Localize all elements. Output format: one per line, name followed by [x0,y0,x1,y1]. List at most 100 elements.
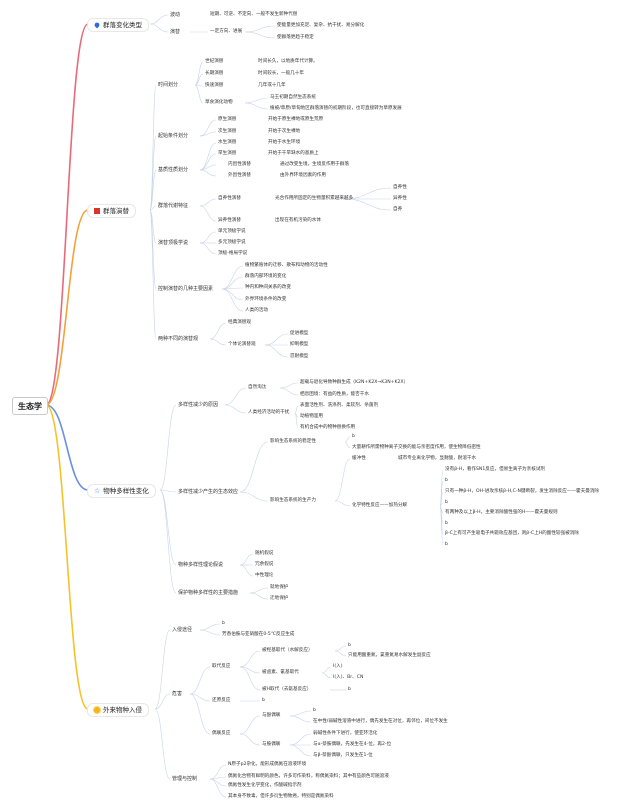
node[interactable]: 自养性演替 [218,196,241,201]
node[interactable]: 群落内部环境的变化 [245,274,287,279]
node[interactable]: 危害 [172,691,183,697]
node[interactable]: 冗余假说 [255,562,274,567]
node[interactable]: 超载与退化导致种群生成（K2N+K2X→K3N+K2X） [300,380,409,385]
node[interactable]: 次生演替 [218,129,237,134]
node[interactable]: 短期、可逆、不定向、一般不发生新种代替 [210,12,298,17]
node[interactable]: 缓冲性 [352,456,366,461]
node[interactable]: 人类经济活动的干扰 [248,410,290,415]
node[interactable]: 多样性减少产生的生态效应 [178,489,239,495]
node[interactable]: 偶联反应 [212,731,231,736]
node[interactable]: b [222,621,225,626]
node[interactable]: b [445,521,448,526]
node[interactable]: 波动 [170,12,181,18]
branch-species-diversity[interactable]: ☆物种多样性变化 [87,484,156,498]
node[interactable]: 个体论演替观 [228,342,256,347]
node[interactable]: 还原反应 [212,698,231,703]
node[interactable]: 在中性/弱碱性溶液中进行，偶先发生在对位，再邻位，间位不发生 [313,719,448,724]
node[interactable]: 使能量更加充足、复杂、抗干扰、易分解化 [277,23,365,28]
node[interactable]: 被H取代（去氨基反应） [262,687,312,692]
node[interactable]: 顶极-格局学说 [218,251,248,256]
node[interactable]: b [445,478,448,483]
node[interactable]: 起始条件划分 [158,133,189,139]
root-topic[interactable]: 生态学 [12,397,48,415]
node[interactable]: 草食演化动物 [205,100,233,105]
node[interactable]: 时间长久，以地质年代计算。 [258,59,318,64]
node[interactable]: 群落代谢特征 [158,203,189,209]
node[interactable]: 控制演替的几种主要因素 [158,286,214,292]
node[interactable]: 促进模型 [290,331,309,336]
node[interactable]: 中性理论 [255,573,274,578]
node[interactable]: 几年或十几年 [258,83,286,88]
node[interactable]: 世纪演替 [205,59,224,64]
node[interactable]: 原生演替 [218,117,237,122]
node[interactable]: 随机假说 [255,551,274,556]
node[interactable]: 两种不同的演替观 [158,336,199,342]
node[interactable]: 化学特性反应——加热分解 [352,503,408,508]
node[interactable]: 自养性 [393,185,407,190]
node[interactable]: 一定方向、进展 [210,29,243,34]
node[interactable]: 植物繁殖体的迁移、散布和动物的活动性 [245,263,328,268]
node[interactable]: 快速演替 [205,83,224,88]
branch-succession[interactable]: 群落演替 [87,204,136,218]
node[interactable]: 时间划分 [158,82,179,88]
branch-community-change-types[interactable]: 群落变化类型 [87,18,149,32]
node[interactable]: 只有一种β-H，OH-进攻亲核β-H,C-N键断裂，发生消除反应——霍夫曼消除 [445,489,600,494]
node[interactable]: 人类的活动 [245,308,268,313]
node[interactable]: 偶氮性发生化学变化，作酸碱指示剂 [228,783,302,788]
node[interactable]: 保护物种多样性的主要措施 [178,590,239,596]
node[interactable]: 芳香伯胺与亚硝酸在0-5℃反应生成 [222,632,295,637]
node[interactable]: 多元顶极学说 [218,240,246,245]
node[interactable]: 时间较长，一般几十年 [258,71,304,76]
node[interactable]: 管理与控制 [172,776,198,782]
node[interactable]: 光合作用所固定的生物量积累越来越多 [275,196,354,201]
node[interactable]: 影响生态系统的生产力 [270,498,316,503]
node[interactable]: 植被/草原/草甸地区群落演替的初期阶段，也可直接转为草原发展 [270,106,402,111]
node[interactable]: 外因性演替 [228,173,251,178]
node[interactable]: 开始于干旱缺水的基质上 [268,151,319,156]
node[interactable]: 忍耐模型 [290,354,309,359]
node[interactable]: 偶氮化合物有鲜明的颜色，许多可作染料，称偶氮染料；其中有些颜色可随溶液 [228,774,389,779]
node[interactable]: 马王初期自然生态系统 [270,95,316,100]
node[interactable]: 与α-萘胺偶联，先发生在4-位，再2-位 [313,742,392,747]
node[interactable]: 种内和种间关系的改变 [245,285,291,290]
node[interactable]: 自然淘汰 [248,385,267,390]
node[interactable]: 与酚偶联 [262,713,281,718]
node[interactable]: b [348,643,351,648]
branch-invasive-species[interactable]: 外来物种入侵 [87,703,149,717]
node[interactable]: 由外界环境因素的作用 [280,173,326,178]
node[interactable]: b [348,687,351,692]
node[interactable]: 大量耕作所需物种离子交换的能与亲密度作用，使生物降低密性 [352,445,481,450]
node[interactable]: 开始于水生环境 [268,140,301,145]
node[interactable]: 就地保护 [270,585,289,590]
node[interactable]: 被卤素、氰基取代 [262,670,299,675]
node[interactable]: 通过改变生境，生境反作用于群落 [280,162,349,167]
node[interactable]: 使群落更趋于稳定 [277,35,314,40]
node[interactable]: 多样性减少的原因 [178,402,219,408]
node[interactable]: 抑制模型 [290,342,309,347]
node[interactable]: 栖息困境：有益的性质，能否干水 [300,392,369,397]
node[interactable]: 长期演替 [205,71,224,76]
node[interactable]: 自养 [393,207,403,212]
node[interactable]: 外界环境条件的改变 [245,297,287,302]
node[interactable]: b [313,708,316,713]
node[interactable]: 与β-萘酚偶联，只发生在1-位 [313,753,373,758]
node[interactable]: 物种多样性理论假说 [178,562,224,568]
node[interactable]: b [445,500,448,505]
node[interactable]: 其本身不致毒，但许多衍生物致癌，特别是偶氮染料 [228,794,334,799]
node[interactable]: 动植物滥用 [300,414,323,419]
node[interactable]: β-C上有可产生吸电子共轭效应基团，则β-C上H的酸性较强被消除 [445,531,579,536]
node[interactable]: 内因性演替 [228,162,251,167]
node[interactable]: 入侵途径 [172,627,193,633]
node[interactable]: I(入)、Br、CN [333,675,364,680]
node[interactable]: b [352,434,355,439]
node[interactable]: 开始于次生裸地 [268,129,301,134]
node[interactable]: 有两种及以上β-H，主要消除酸性强的H——霍夫曼规则 [445,510,558,515]
node[interactable]: N原子p2杂化，能形成偶氮在溶液环境 [228,762,307,767]
node[interactable]: 基质性质划分 [158,167,189,173]
node[interactable]: 出现在有机污染的水体 [275,218,321,223]
node[interactable]: b [262,698,265,703]
node[interactable]: b [445,542,448,547]
node[interactable]: 只能用酸重氮，氯重氮易水解发生副反应 [348,653,431,658]
node[interactable]: 演替顶极学说 [158,240,189,246]
node[interactable]: 弱碱性条件下进行，使亚环活化 [313,731,378,736]
